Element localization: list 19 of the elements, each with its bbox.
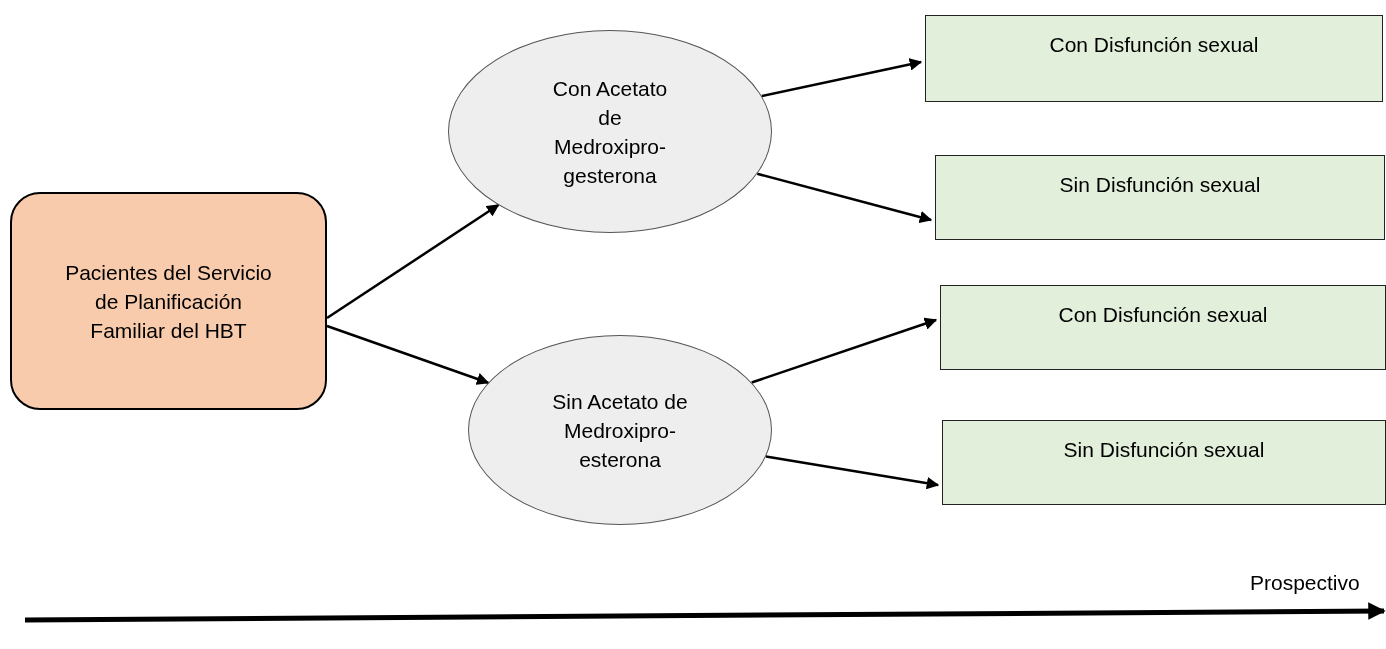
outcome-box	[935, 155, 1385, 240]
axis-label: Prospectivo	[1250, 570, 1360, 596]
node-text: Con Disfunción sexual	[1048, 32, 1260, 58]
arrow	[751, 317, 938, 384]
outcome-box	[940, 285, 1386, 370]
process-box	[10, 192, 327, 410]
arrow	[765, 455, 940, 490]
node-text: Sin Acetato de Medroxipro- esterona	[551, 388, 689, 473]
outcome-box	[925, 15, 1383, 102]
node-text: Sin Disfunción sexual	[1062, 437, 1266, 463]
node-text: Pacientes del Servicio de Planificación Familiar del HBT	[64, 259, 273, 344]
arrow	[756, 172, 933, 224]
node-text: Sin Disfunción sexual	[1058, 172, 1262, 198]
node-text: Con Acetato de Medroxipro- gesterona	[551, 75, 669, 189]
outcome-box	[942, 420, 1386, 505]
node-text: Con Disfunción sexual	[1057, 302, 1269, 328]
arrow	[761, 58, 923, 98]
arrow	[326, 204, 500, 320]
arrow	[326, 324, 490, 385]
